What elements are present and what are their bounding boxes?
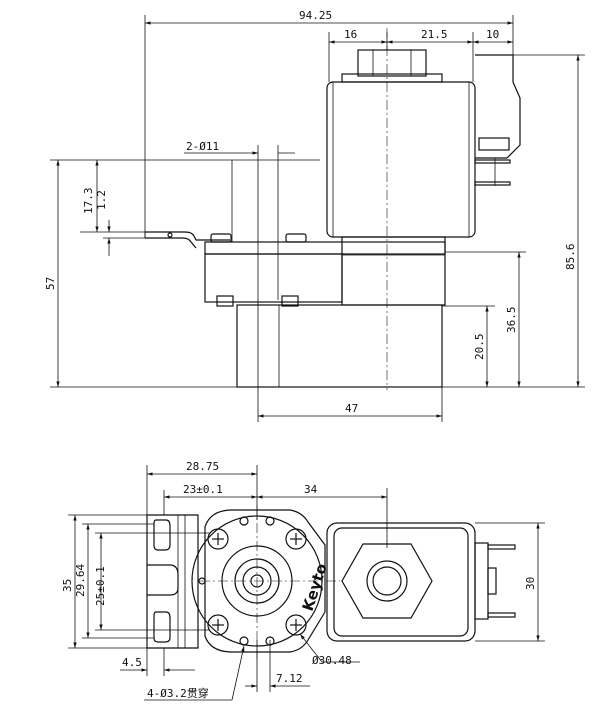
dim-label-bracket-thickness: 1.2 (95, 190, 108, 210)
dim-label-coil-offset-b: 34 (304, 483, 318, 496)
dim-label-flange-dia: Ø30.48 (312, 654, 352, 667)
dim-left-b-group: 35 29.64 25±0.1 (61, 514, 210, 649)
dim-label-hole-spec: 2-Ø11 (186, 140, 219, 153)
dim-label-bracket-height: 17.3 (82, 188, 95, 215)
dim-label-port-offset: 7.12 (276, 672, 303, 685)
mount-screws (207, 528, 307, 636)
dim-label-overall-width: 94.25 (299, 9, 332, 22)
dim-flange-dia: Ø30.48 (299, 633, 360, 667)
dim-body-width: 47 (257, 300, 443, 422)
dim-label-center-offset: 28.75 (186, 460, 219, 473)
dim-coil-row: 16 21.5 10 (328, 28, 513, 82)
dim-coil-width-b: 30 (475, 522, 545, 642)
dim-label-body-height: 36.5 (505, 307, 518, 334)
dim-right-group: 85.6 36.5 20.5 (442, 54, 585, 388)
dim-label-mount-height: 57 (44, 277, 57, 290)
dim-label-coil-width-b: 30 (524, 577, 537, 590)
connector (474, 54, 521, 186)
dim-port-offset: 7.12 (245, 640, 310, 692)
dim-label-port-height: 20.5 (473, 334, 486, 361)
dim-label-hole-offset: 23±0.1 (183, 483, 223, 496)
dim-label-hole-span: 25±0.1 (94, 566, 107, 606)
dim-label-total-height: 85.6 (564, 244, 577, 271)
dim-label-outer-width: 35 (61, 579, 74, 592)
coil-bottom (326, 522, 476, 642)
front-view: 94.25 16 21.5 10 (44, 9, 585, 422)
connector-bottom (474, 542, 516, 620)
dim-left-group: 57 17.3 1.2 (44, 159, 237, 388)
bracket (144, 231, 307, 249)
valve-block (204, 236, 446, 388)
bottom-view: 28.75 23±0.1 34 (61, 460, 545, 701)
dim-slot-width: 4.5 (120, 648, 195, 676)
center-port (200, 505, 340, 660)
dim-overall-width: 94.25 (144, 9, 514, 238)
dim-label-coil-width: 21.5 (421, 28, 448, 41)
dim-label-coil-offset: 16 (344, 28, 357, 41)
dim-top-group: 28.75 23±0.1 34 (146, 460, 388, 548)
dim-label-slot-span: 29.64 (74, 564, 87, 597)
bracket-plate (146, 514, 199, 649)
dim-label-through-holes: 4-Ø3.2贯穿 (147, 686, 209, 700)
brand-label: Keyto (299, 561, 331, 613)
dim-through-holes: 4-Ø3.2贯穿 (144, 645, 245, 701)
hole-spec: 2-Ø11 (184, 140, 320, 300)
coil-nut (341, 49, 443, 83)
dim-label-body-width: 47 (345, 402, 358, 415)
dim-label-slot-width: 4.5 (122, 656, 142, 669)
coil-body (326, 81, 476, 238)
dim-label-connector: 10 (486, 28, 499, 41)
